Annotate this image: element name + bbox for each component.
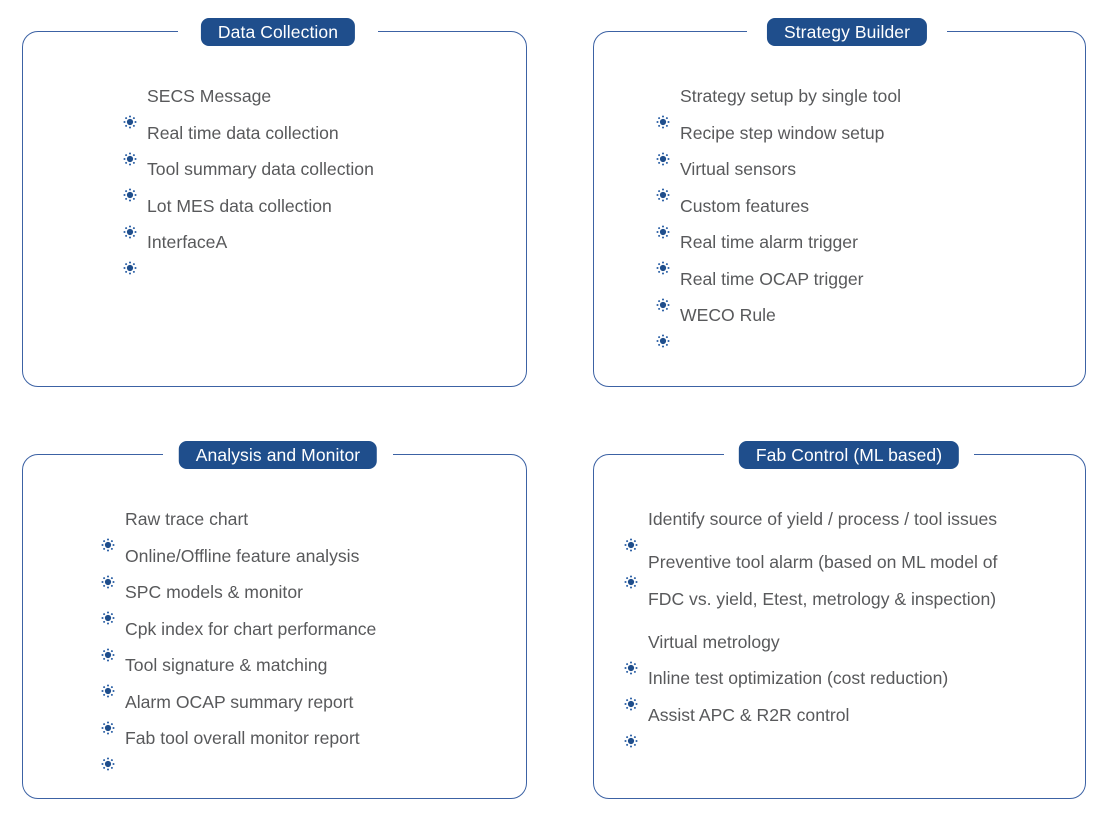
list-item-label: Cpk index for chart performance [125,618,377,639]
radiating-dot-icon [101,623,115,662]
card-title-strategy-builder: Strategy Builder [766,18,928,46]
list-item: SECS Message [123,84,526,129]
panel-cell-data-collection: Data Collection [0,0,554,420]
radiating-dot-icon [624,550,638,589]
list-item-label: Inline test optimization (cost reduction… [648,668,949,688]
radiating-dot-icon [624,709,638,748]
radiating-dot-icon [123,200,137,239]
feature-list-strategy-builder: Strategy setup by single tool [594,84,1085,348]
card-strategy-builder: Strategy Builder [593,18,1086,387]
radiating-dot-icon [656,90,670,129]
card-body-data-collection: SECS Message [23,32,526,275]
list-item: Recipe step window setup [656,121,1085,166]
feature-list-data-collection: SECS Message [23,84,526,275]
list-item: Alarm OCAP summary report [101,690,526,735]
list-item-label: Virtual metrology [648,631,780,652]
list-item-label: Virtual sensors [680,159,797,179]
card-fab-control: Fab Control (ML based) [593,441,1086,799]
list-item: Identify source of yield / process / too… [624,507,1085,552]
list-item: Preventive tool alarm (based on ML model… [624,544,1085,618]
radiating-dot-icon [123,127,137,166]
list-item: Inline test optimization (cost reduction… [624,666,1085,711]
radiating-dot-icon [101,550,115,589]
radiating-dot-icon [656,163,670,202]
list-item-label: SECS Message [147,86,272,106]
list-item-label: Real time OCAP trigger [680,268,864,289]
list-item-label: WECO Rule [680,305,776,325]
card-title-analysis-and-monitor: Analysis and Monitor [178,441,378,469]
list-item: Real time OCAP trigger [656,267,1085,312]
list-item: Virtual metrology [624,630,1085,675]
list-item: Assist APC & R2R control [624,703,1085,748]
radiating-dot-icon [123,163,137,202]
list-item: Tool summary data collection [123,157,526,202]
list-item: Online/Offline feature analysis [101,544,526,589]
feature-list-analysis-and-monitor: Raw trace chart [23,507,526,771]
radiating-dot-icon [101,659,115,698]
radiating-dot-icon [101,586,115,625]
radiating-dot-icon [101,732,115,771]
list-item-label: Strategy setup by single tool [680,86,902,106]
list-item: Tool signature & matching [101,653,526,698]
list-item: InterfaceA [123,230,526,275]
list-item-label: Real time data collection [147,122,339,143]
list-item: Real time alarm trigger [656,230,1085,275]
list-item: Raw trace chart [101,507,526,552]
radiating-dot-icon [656,273,670,312]
list-item-label: Custom features [680,195,810,216]
list-item-label: Tool signature & matching [125,655,328,675]
card-title-fab-control: Fab Control (ML based) [738,441,960,469]
card-body-analysis-and-monitor: Raw trace chart [23,455,526,771]
card-body-strategy-builder: Strategy setup by single tool [594,32,1085,348]
card-title-data-collection: Data Collection [200,18,356,46]
radiating-dot-icon [656,127,670,166]
list-item-label: Real time alarm trigger [680,232,858,252]
list-item-label: InterfaceA [147,232,228,252]
panel-cell-strategy-builder: Strategy Builder [554,0,1108,420]
list-item-label: Raw trace chart [125,509,249,529]
list-item: Lot MES data collection [123,194,526,239]
list-item-label: Tool summary data collection [147,159,374,179]
feature-list-fab-control: Identify source of yield / process / too… [594,507,1085,748]
list-item: Strategy setup by single tool [656,84,1085,129]
radiating-dot-icon [624,672,638,711]
list-item: Custom features [656,194,1085,239]
list-item: Fab tool overall monitor report [101,726,526,771]
list-item-label: Recipe step window setup [680,122,885,143]
radiating-dot-icon [123,90,137,129]
list-item-label: Identify source of yield / process / too… [648,509,998,529]
radiating-dot-icon [123,236,137,275]
radiating-dot-icon [656,236,670,275]
card-analysis-and-monitor: Analysis and Monitor [22,441,527,799]
radiating-dot-icon [101,696,115,735]
panel-cell-fab-control: Fab Control (ML based) [554,420,1108,820]
list-item-label: Alarm OCAP summary report [125,691,354,712]
radiating-dot-icon [624,513,638,552]
list-item-label: SPC models & monitor [125,582,303,602]
list-item: Virtual sensors [656,157,1085,202]
list-item: SPC models & monitor [101,580,526,625]
card-body-fab-control: Identify source of yield / process / too… [594,455,1085,748]
list-item: Real time data collection [123,121,526,166]
radiating-dot-icon [101,513,115,552]
list-item-label: Fab tool overall monitor report [125,728,360,748]
radiating-dot-icon [656,309,670,348]
radiating-dot-icon [624,636,638,675]
panel-cell-analysis-and-monitor: Analysis and Monitor [0,420,554,820]
card-data-collection: Data Collection [22,18,527,387]
list-item-label: Lot MES data collection [147,195,332,216]
list-item-label: Online/Offline feature analysis [125,545,360,566]
list-item: WECO Rule [656,303,1085,348]
radiating-dot-icon [656,200,670,239]
list-item: Cpk index for chart performance [101,617,526,662]
list-item-label: Preventive tool alarm (based on ML model… [648,551,998,609]
list-item-label: Assist APC & R2R control [648,704,850,725]
